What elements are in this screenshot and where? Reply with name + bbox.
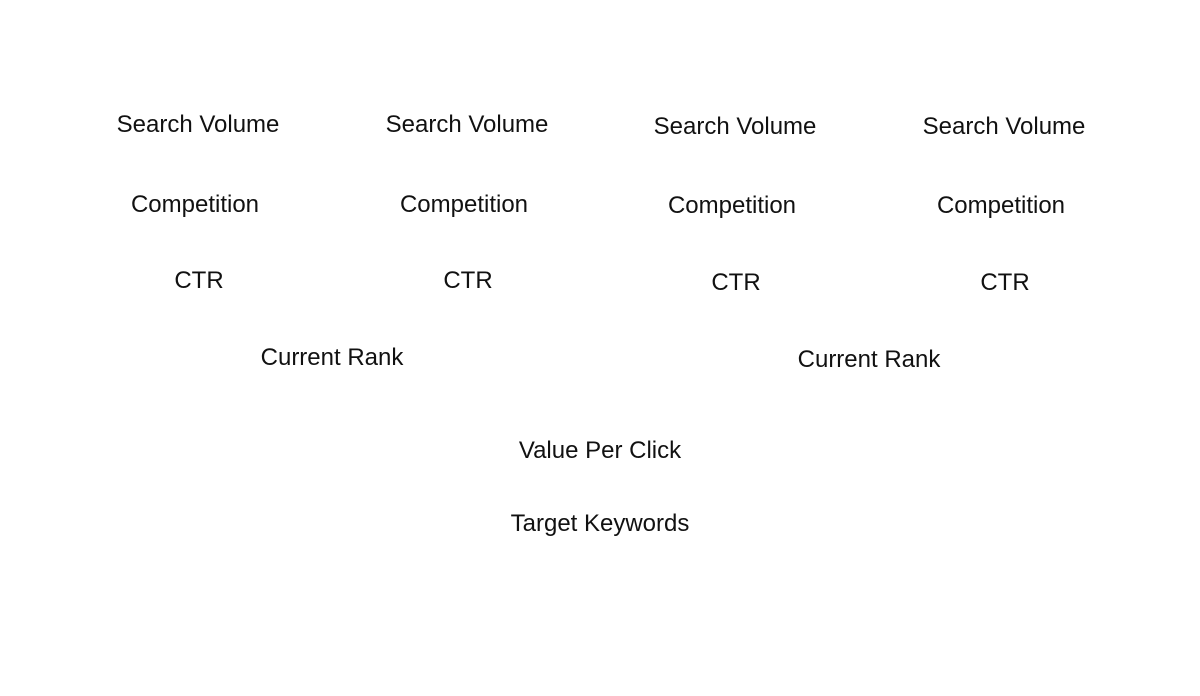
search-volume-label: Search Volume	[385, 111, 549, 138]
current-rank-label: Current Rank	[260, 344, 404, 371]
search-volume-label: Search Volume	[116, 111, 280, 138]
current-rank-label: Current Rank	[797, 346, 941, 373]
target-keywords-label: Target Keywords	[510, 510, 690, 537]
ctr-label: CTR	[174, 267, 224, 294]
competition-label: Competition	[936, 192, 1066, 219]
competition-label: Competition	[130, 191, 260, 218]
competition-label: Competition	[399, 191, 529, 218]
search-volume-label: Search Volume	[922, 113, 1086, 140]
competition-label: Competition	[667, 192, 797, 219]
ctr-label: CTR	[980, 269, 1030, 296]
value-per-click-label: Value Per Click	[518, 437, 682, 464]
ctr-label: CTR	[711, 269, 761, 296]
search-volume-label: Search Volume	[653, 113, 817, 140]
ctr-label: CTR	[443, 267, 493, 294]
